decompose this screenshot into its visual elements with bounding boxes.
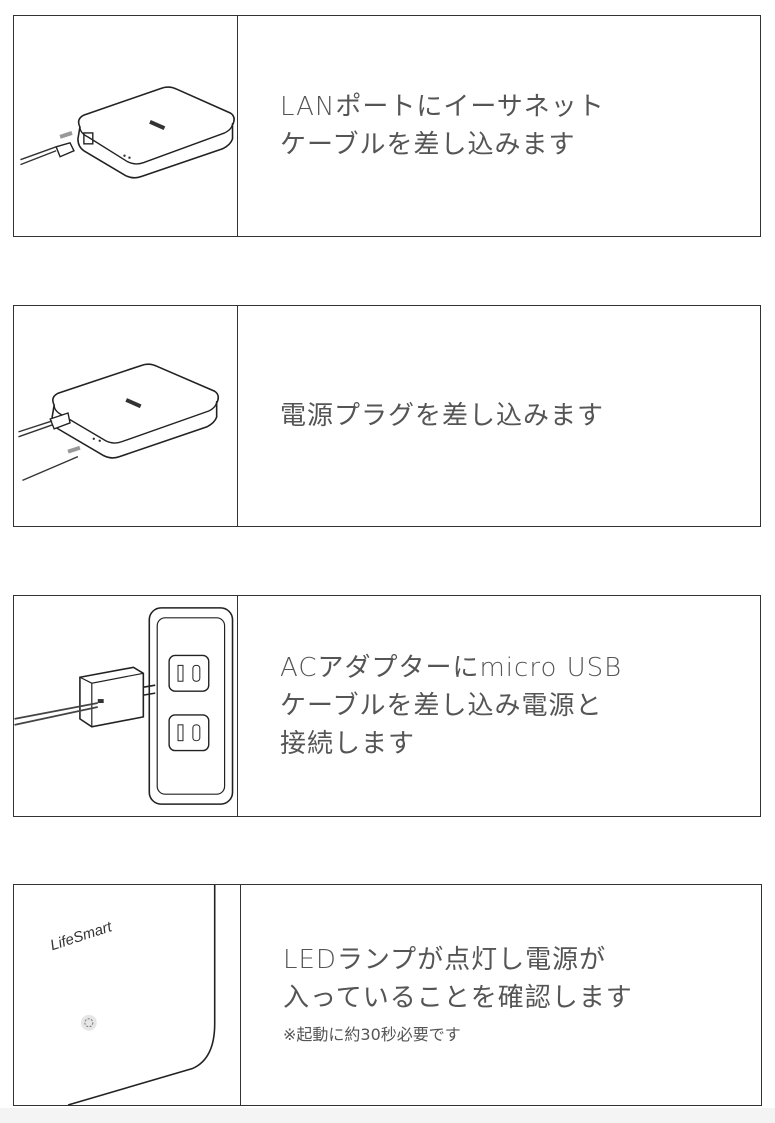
step-2-text: 電源プラグを差し込みます (280, 306, 750, 526)
step-3-panel: ACアダプターにmicro USB ケーブルを差し込み電源と 接続します (13, 595, 761, 817)
step-4-text: LEDランプが点灯し電源が 入っていることを確認します ※起動に約30秒必要です (283, 885, 751, 1105)
step-1-text: LANポートにイーサネット ケーブルを差し込みます (280, 16, 750, 236)
step-2-panel: 電源プラグを差し込みます (13, 305, 761, 527)
page-footer-background (0, 1108, 775, 1123)
step-note: ※起動に約30秒必要です (283, 1025, 461, 1044)
lifesmart-logo: LifeSmart (48, 919, 114, 954)
step-text-line: LANポートにイーサネット (280, 92, 605, 122)
step-text-line: LEDランプが点灯し電源が (283, 945, 607, 975)
step-3-text: ACアダプターにmicro USB ケーブルを差し込み電源と 接続します (280, 596, 750, 816)
led-lamp-icon: LifeSmart (14, 885, 241, 1105)
step-4-panel: LifeSmart LEDランプが点灯し電源が 入っていることを確認します ※起… (13, 884, 762, 1106)
step-text-line: 入っていることを確認します (283, 983, 633, 1013)
step-text-line: ケーブルを差し込み電源と (280, 691, 603, 721)
ac-outlet-icon (14, 596, 238, 816)
hub-power-icon (14, 306, 238, 526)
step-text-line: 電源プラグを差し込みます (280, 401, 605, 431)
hub-ethernet-icon (14, 16, 238, 236)
step-text-line: ACアダプターにmicro USB (280, 653, 623, 683)
step-1-panel: LANポートにイーサネット ケーブルを差し込みます (13, 15, 761, 237)
step-text-line: 接続します (280, 729, 416, 759)
step-text-line: ケーブルを差し込みます (280, 130, 576, 160)
